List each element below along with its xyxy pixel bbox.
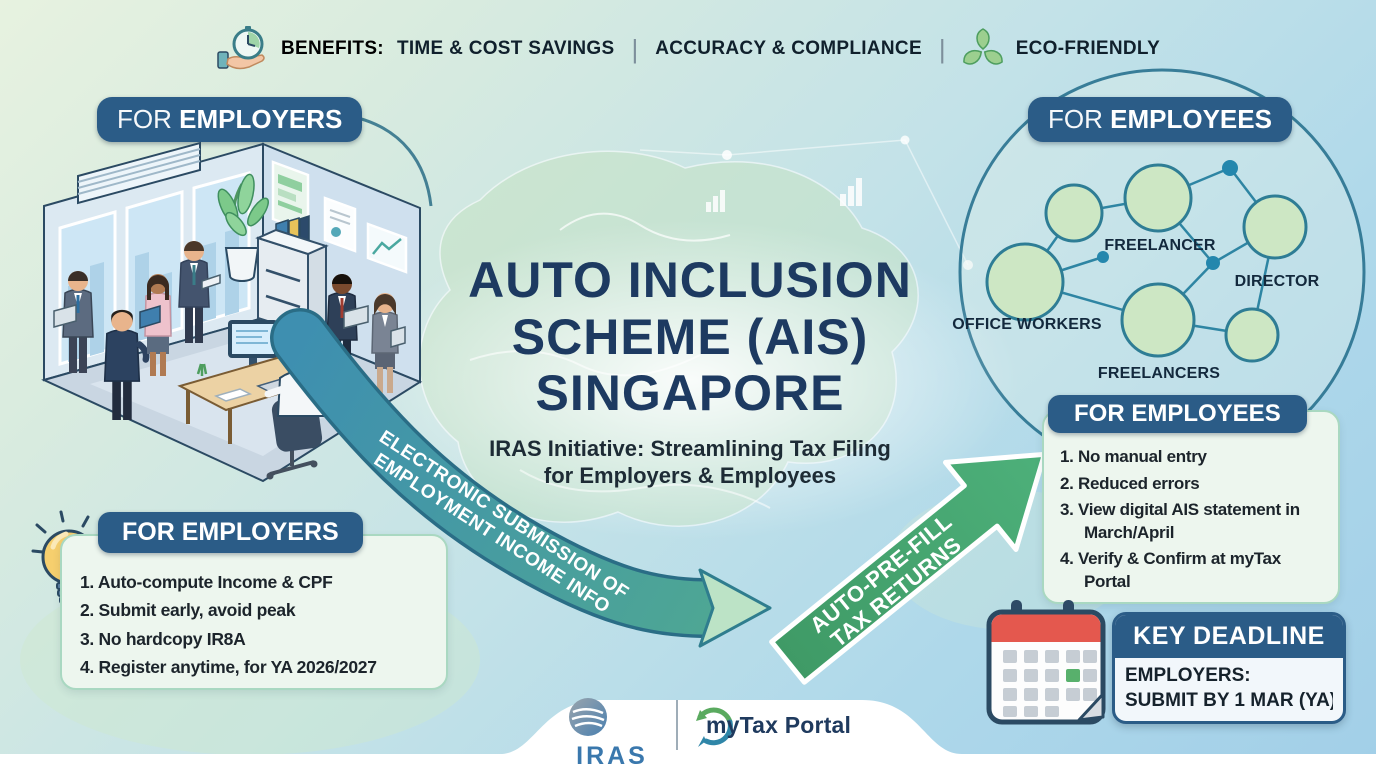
main-title-line-2: SCHEME (AIS) [511,308,869,365]
wall-chart-frames [271,160,408,274]
footer-divider [676,700,678,750]
badge-for: FOR [117,104,172,134]
employees-item-2: 2. Reduced errors [1060,473,1200,493]
employers-benefits-box: FOR EMPLOYERS 1. Auto-compute Income & C… [60,512,448,690]
standing-employee [371,293,406,393]
for-employees-badge: FOR EMPLOYEES [1028,97,1292,142]
employees-network [985,160,1308,363]
avatar-office-worker [985,242,1065,322]
label-freelancers: FREELANCERS [1097,365,1221,382]
employees-item-3: 3. View digital AIS statement in March/A… [1060,500,1300,542]
avatar-freelancer [1123,163,1193,233]
subtitle-line-1: IRAS Initiative: Streamlining Tax Filing [489,435,891,461]
avatar-employee-woman-2 [1224,307,1280,363]
benefits-label: BENEFITS: [280,38,384,59]
employees-box-title: FOR EMPLOYEES [1048,395,1307,433]
avatar-employee-woman [1044,183,1104,243]
for-employers-badge: FOR EMPLOYERS [97,97,363,142]
deadline-line-2: SUBMIT BY 1 MAR (YA) [1125,689,1333,711]
badge-for: FOR [1048,104,1103,134]
benefits-bar: BENEFITS: TIME & COST SAVINGS | ACCURACY… [0,22,1376,76]
standing-employee [103,309,150,420]
iras-wordmark: IRAS [576,742,648,768]
standing-employee [53,271,94,373]
main-title-line-3: SINGAPORE [535,365,845,421]
subtitle-line-2: for Employers & Employees [543,463,837,489]
standing-employee [178,241,221,343]
deadline-line-1: EMPLOYERS: [1125,665,1251,686]
avatar-director [1242,194,1308,260]
badge-word: EMPLOYEES [1110,104,1272,134]
window-blinds [77,141,201,205]
bar-glyph [706,190,725,212]
iras-tagline: Streamlining Tax Filing for the Employee… [545,747,679,768]
key-deadline-box: KEY DEADLINE EMPLOYERS: SUBMIT BY 1 MAR … [1112,612,1346,725]
badge-word: EMPLOYERS [179,104,343,134]
avatar-freelancers [1120,282,1196,358]
title-block: AUTO INCLUSION SCHEME (AIS) SINGAPORE IR… [390,252,990,490]
benefit-time-cost: TIME & COST SAVINGS [396,38,615,59]
footer-banner [0,700,1376,768]
mytax-portal-logo [696,707,733,747]
employers-item-1: 1. Auto-compute Income & CPF [80,572,333,592]
employers-item-3: 3. No hardcopy IR8A [80,628,246,649]
main-title-line-1: AUTO INCLUSION [468,252,912,308]
benefit-accuracy: ACCURACY & COMPLIANCE [655,38,922,59]
benefit-eco: ECO-FRIENDLY [1015,38,1161,59]
benefits-separator: | [631,33,639,64]
employers-item-2: 2. Submit early, avoid peak [80,600,296,621]
office-plant [217,173,269,282]
calendar-icon [986,600,1106,725]
employees-benefits-box: FOR EMPLOYEES 1. No manual entry 2. Redu… [1042,395,1340,604]
mytax-portal-wordmark: myTax Portal [706,712,852,738]
employers-item-4: 4. Register anytime, for YA 2026/2027 [80,657,377,678]
bar-glyph [840,178,862,206]
standing-employee [139,274,172,376]
time-savings-icon [217,26,265,70]
label-freelancer: FREELANCER [1104,237,1216,254]
employees-item-1: 1. No manual entry [1060,447,1207,466]
employees-item-4: 4. Verify & Confirm at myTax Portal [1060,549,1281,592]
eco-leaf-icon [962,28,1003,65]
label-director: DIRECTOR [1234,273,1320,290]
iras-logo [569,698,607,736]
employers-box-title: FOR EMPLOYERS [98,512,363,553]
deadline-header: KEY DEADLINE [1115,615,1343,658]
benefits-separator: | [938,33,946,64]
label-office-workers: OFFICE WORKERS [952,316,1102,333]
